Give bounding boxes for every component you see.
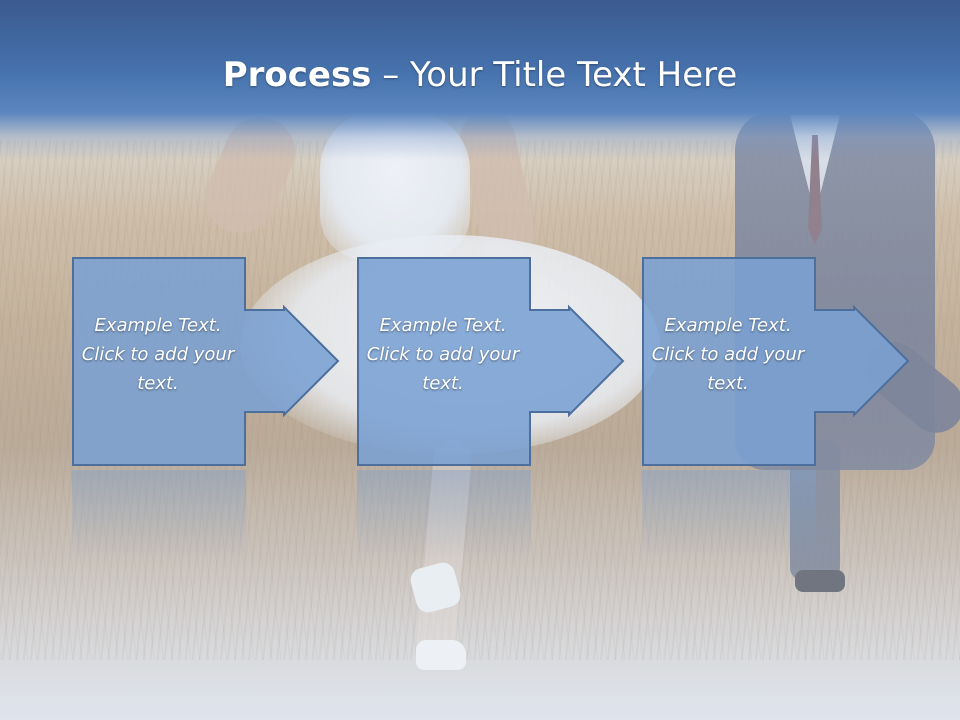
step-3-reflection (642, 470, 816, 560)
process-step-3[interactable]: Example Text. Click to add your text. (642, 257, 912, 467)
slide-title[interactable]: Process – Your Title Text Here (0, 50, 960, 100)
step-1-text[interactable]: Example Text. Click to add your text. (81, 315, 235, 394)
bride-shoe (416, 640, 466, 670)
step-2-text[interactable]: Example Text. Click to add your text. (366, 315, 520, 394)
step-2-arrow-shape (357, 257, 625, 466)
title-band (0, 0, 960, 160)
step-1-reflection (72, 470, 246, 560)
groom-tie (808, 135, 822, 245)
step-1-arrow-shape (72, 257, 340, 466)
process-step-2[interactable]: Example Text. Click to add your text. (357, 257, 627, 467)
title-bold: Process (222, 55, 372, 95)
process-step-1[interactable]: Example Text. Click to add your text. (72, 257, 342, 467)
step-2-reflection (357, 470, 531, 560)
step-3-text[interactable]: Example Text. Click to add your text. (651, 315, 805, 394)
groom-shoe (795, 570, 845, 592)
step-3-arrow-shape (642, 257, 910, 466)
title-rest: – Your Title Text Here (371, 55, 738, 95)
